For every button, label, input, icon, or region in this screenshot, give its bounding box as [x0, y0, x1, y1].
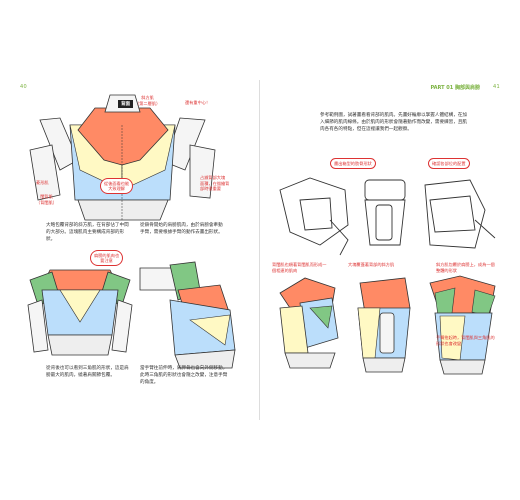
back-view-tag: 背面	[118, 100, 133, 108]
side-note: 占據背部大塊 面積，在描繪背 部時很重要	[200, 175, 230, 191]
colored-muscle-figures	[279, 275, 496, 375]
latissimus-label: 闊背肌 （背闊肌）	[36, 194, 57, 205]
label-c: 斜方肌包覆於肩膀上，成為一個整體的形狀	[436, 262, 495, 273]
back-torso-figure	[29, 94, 216, 221]
note-bubble-b: 確認各部位的配置	[428, 158, 470, 169]
right-intro: 參考範例圖，試著畫看看背部的肌肉。先畫好輪廓以掌握人體結構，在加入細節的肌肉線條…	[320, 113, 468, 132]
left-page: 40 背面 斜方肌 （第二層肌） 還有重中心！ 菱形肌 闊背肌 （背闊肌） 從後…	[20, 84, 236, 385]
label-d: 手臂抬起時，背闊肌與三角肌的形狀也會改變	[436, 335, 495, 346]
label-a: 背闊肌也順著背闊肌而形成一個相連的肌肉	[272, 262, 327, 273]
note-bubble-2: 肩膀的肌肉也 要注意	[90, 250, 124, 266]
trapezius-label: 斜方肌 （第二層肌）	[135, 95, 161, 106]
sketch-figures	[279, 177, 496, 256]
label-b: 大塊覆蓋著背部的斜方肌	[348, 262, 395, 267]
note-bubble-1: 從後面看也能 大致理解	[100, 178, 134, 194]
page-number-left: 40	[20, 84, 27, 90]
shoulder-figure-right	[139, 261, 236, 369]
paragraph-5: 當手臂往前伸時，肩胛骨也會向外側移動，此時三角肌的形狀也會隨之改變，注意手臂的角…	[140, 366, 228, 385]
paragraph-4: 從背後也可以看到三角肌的形狀，這是肩膀最大的肌肉，繞著肩關節包覆。	[46, 366, 129, 378]
note-bubble-a: 畫出箱型的肋骨形狀	[330, 158, 376, 169]
paragraph-1: 大略包覆背部的斜方肌，在背部佔了中間的大部分。這塊肌肉主要構成背部的形狀。	[46, 223, 129, 242]
page-number-right: 41	[493, 84, 500, 90]
right-page: PART 01 胸部與肩膀 41 參考範例圖，試著畫看看背部的肌肉。先畫好輪廓以…	[260, 0, 520, 500]
section-label: PART 01 胸部與肩膀	[430, 85, 480, 91]
center-note: 還有重中心！	[185, 100, 211, 105]
shoulder-figure-left	[27, 269, 133, 356]
rhomboid-label: 菱形肌	[36, 180, 49, 185]
page-gutter	[259, 80, 260, 420]
paragraph-3: 從鎖骨開始的肩膀肌肉，由於肩膀會牽動手臂，需要根據手臂的動作去畫出形狀。	[140, 223, 223, 235]
